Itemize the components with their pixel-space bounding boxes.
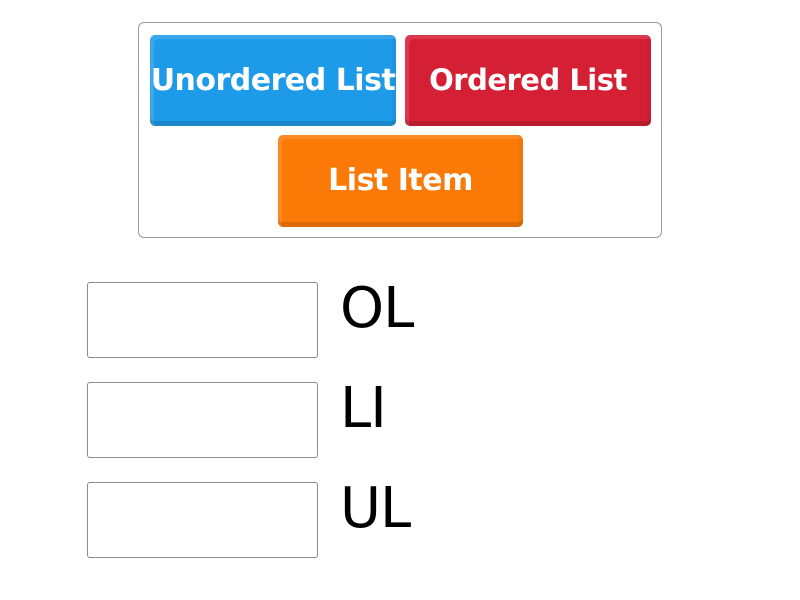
drop-target-ul[interactable] — [87, 482, 318, 558]
answer-row-li: LI — [87, 376, 447, 458]
answer-label-ul: UL — [340, 476, 411, 541]
answer-row-ol: OL — [87, 276, 447, 358]
drop-target-ol[interactable] — [87, 282, 318, 358]
drop-target-li[interactable] — [87, 382, 318, 458]
tile-unordered-list[interactable]: Unordered List — [150, 35, 396, 126]
tile-list-item[interactable]: List Item — [278, 135, 523, 227]
tile-ordered-list[interactable]: Ordered List — [405, 35, 651, 126]
answer-label-li: LI — [340, 376, 387, 441]
answer-row-ul: UL — [87, 476, 447, 558]
draggable-tiles-panel: Unordered List Ordered List List Item — [138, 22, 662, 238]
answer-label-ol: OL — [340, 276, 414, 341]
